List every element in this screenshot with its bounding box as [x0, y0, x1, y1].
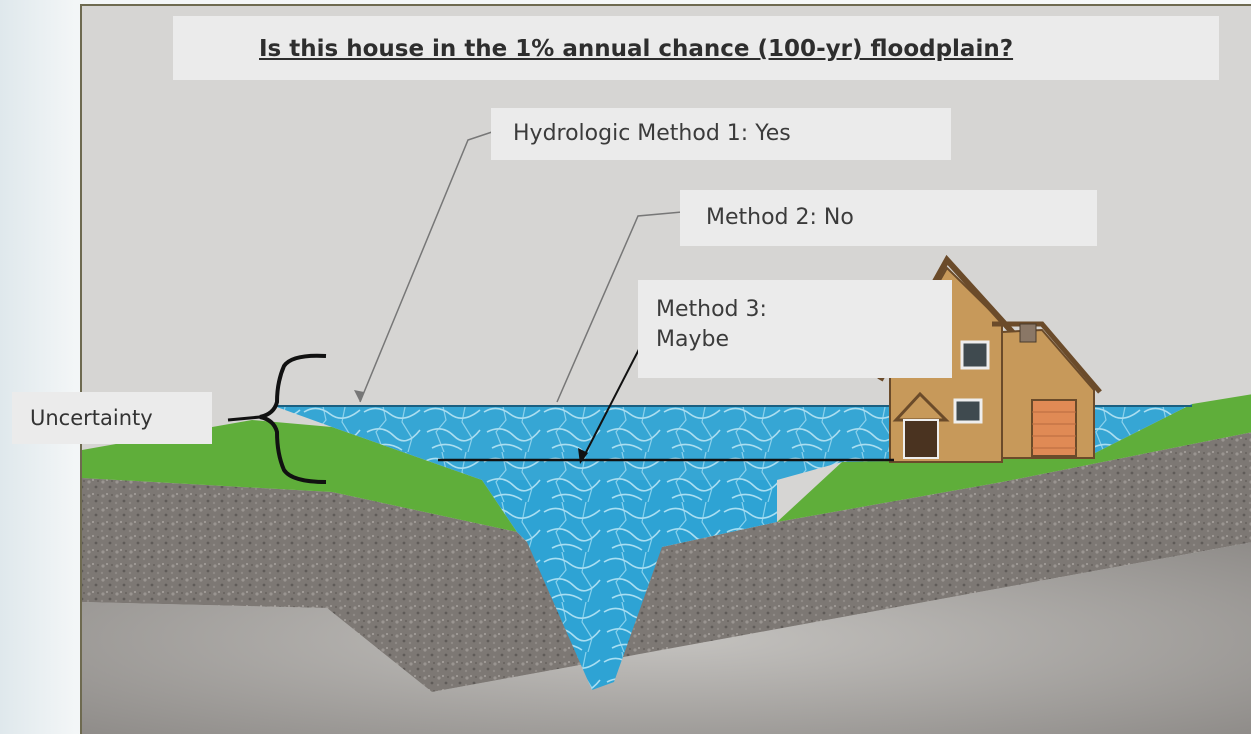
method3-label-line2: Maybe — [656, 327, 729, 352]
grass-right — [777, 394, 1251, 522]
page-title: Is this house in the 1% annual chance (1… — [259, 36, 1014, 62]
title-box: Is this house in the 1% annual chance (1… — [173, 16, 1219, 80]
method3-label-line1: Method 3: — [656, 297, 767, 322]
diagram-frame: Is this house in the 1% annual chance (1… — [80, 4, 1251, 734]
method2-leader — [556, 211, 683, 403]
method1-label: Hydrologic Method 1: Yes — [513, 121, 791, 146]
river-channel — [482, 480, 777, 690]
method2-callout: Method 2: No — [680, 190, 1097, 246]
method2-label: Method 2: No — [706, 205, 854, 230]
method3-callout: Method 3: Maybe — [638, 280, 952, 378]
method1-callout: Hydrologic Method 1: Yes — [491, 108, 951, 160]
bedrock-layer — [82, 542, 1251, 734]
uncertainty-label: Uncertainty — [12, 392, 212, 444]
house — [877, 254, 1102, 463]
grass-left — [82, 420, 517, 532]
gravel-layer — [82, 432, 1251, 692]
method1-leader — [359, 131, 493, 403]
